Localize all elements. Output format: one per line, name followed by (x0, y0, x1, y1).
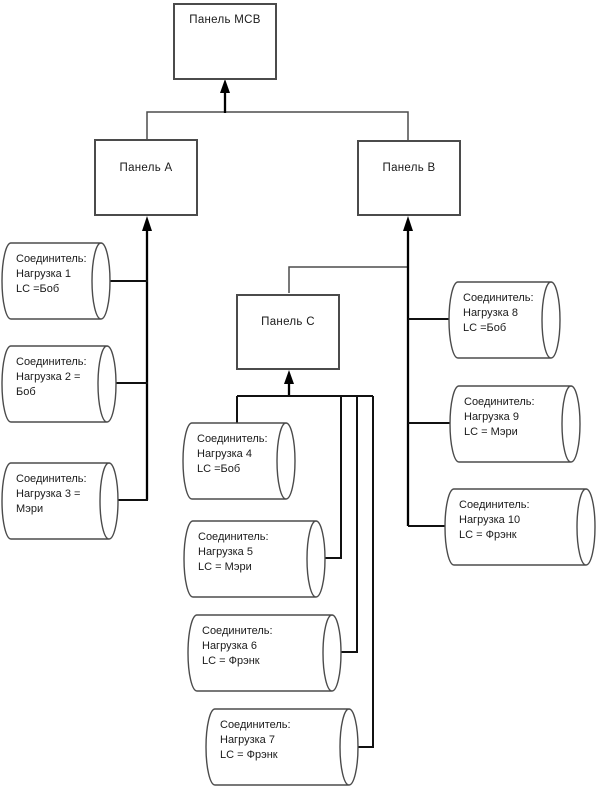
connector-load-10-label: Соединитель: Нагрузка 10 LC = Фрэнк (459, 498, 591, 543)
panel-a-node: Панель A (94, 139, 198, 216)
panel-b-label: Панель B (382, 162, 436, 174)
connector-lc: Мэри (16, 503, 44, 515)
connector-title: Соединитель: (463, 292, 534, 304)
connector-lc: LC =Боб (16, 283, 60, 295)
connector-load-1-label: Соединитель: Нагрузка 1 LC =Боб (16, 252, 106, 297)
connector-load: Нагрузка 6 (202, 640, 257, 652)
connector-lc: LC = Мэри (198, 561, 252, 573)
cylinder-shape (205, 708, 359, 786)
connector-load: Нагрузка 4 (197, 448, 252, 460)
connector-title: Соединитель: (197, 433, 268, 445)
arrowhead-into-panel-a-icon (142, 216, 152, 231)
cylinder-shape (449, 385, 581, 463)
connector-load: Нагрузка 3 = (16, 488, 81, 500)
connector-load-8-node: Соединитель: Нагрузка 8 LC =Боб (448, 281, 561, 359)
cylinder-shape (1, 242, 111, 320)
arrowhead-into-panel-mcb-icon (220, 79, 230, 93)
connector-load-7-label: Соединитель: Нагрузка 7 LC = Фрэнк (220, 718, 354, 763)
edge-panel-c-to-panel-b (288, 266, 408, 293)
connector-load-9-label: Соединитель: Нагрузка 9 LC = Мэри (464, 395, 576, 440)
cylinder-shape (182, 422, 296, 500)
edge-root-bus (146, 111, 409, 140)
connector-load-3-node: Соединитель: Нагрузка 3 = Мэри (1, 462, 119, 540)
connector-load-2-node: Соединитель: Нагрузка 2 = Боб (1, 345, 117, 423)
connector-load: Нагрузка 9 (464, 411, 519, 423)
connector-load-7-node: Соединитель: Нагрузка 7 LC = Фрэнк (205, 708, 359, 786)
panel-b-node: Панель B (357, 140, 461, 216)
connector-title: Соединитель: (202, 625, 273, 637)
edge-load6-to-panel-c (336, 396, 358, 653)
connector-load-2-label: Соединитель: Нагрузка 2 = Боб (16, 355, 112, 400)
connector-load-10-node: Соединитель: Нагрузка 10 LC = Фрэнк (444, 488, 596, 566)
connector-title: Соединитель: (16, 356, 87, 368)
arrowhead-into-panel-c-icon (284, 370, 294, 384)
connector-load-9-node: Соединитель: Нагрузка 9 LC = Мэри (449, 385, 581, 463)
cylinder-shape (187, 614, 342, 692)
connector-load-5-node: Соединитель: Нагрузка 5 LC = Мэри (183, 520, 326, 598)
connector-load-5-label: Соединитель: Нагрузка 5 LC = Мэри (198, 530, 321, 575)
arrowhead-into-panel-b-icon (403, 216, 413, 231)
connector-load: Нагрузка 2 = (16, 371, 81, 383)
cylinder-shape (444, 488, 596, 566)
connector-lc: LC = Фрэнк (459, 529, 517, 541)
connector-lc: LC = Фрэнк (202, 655, 260, 667)
connector-load: Нагрузка 1 (16, 268, 71, 280)
connector-load: Нагрузка 7 (220, 734, 275, 746)
connector-load-1-node: Соединитель: Нагрузка 1 LC =Боб (1, 242, 111, 320)
connector-title: Соединитель: (16, 253, 87, 265)
connector-lc: LC =Боб (197, 463, 241, 475)
connector-lc: LC =Боб (463, 322, 507, 334)
panel-c-node: Панель C (236, 294, 340, 370)
connector-lc: LC = Фрэнк (220, 749, 278, 761)
connector-load-8-label: Соединитель: Нагрузка 8 LC =Боб (463, 291, 556, 336)
connector-title: Соединитель: (220, 719, 291, 731)
connector-load-3-label: Соединитель: Нагрузка 3 = Мэри (16, 472, 114, 517)
connector-load-6-label: Соединитель: Нагрузка 6 LC = Фрэнк (202, 624, 337, 669)
panel-a-label: Панель A (119, 161, 173, 174)
panel-c-label: Панель C (261, 316, 315, 328)
connector-title: Соединитель: (459, 499, 530, 511)
connector-load-4-node: Соединитель: Нагрузка 4 LC =Боб (182, 422, 296, 500)
cylinder-shape (448, 281, 561, 359)
connector-load: Нагрузка 8 (463, 307, 518, 319)
connector-lc: LC = Мэри (464, 426, 518, 438)
connector-title: Соединитель: (16, 473, 87, 485)
connector-load: Нагрузка 10 (459, 514, 521, 526)
cylinder-shape (1, 345, 117, 423)
cylinder-shape (183, 520, 326, 598)
edge-load5-to-panel-c (320, 396, 342, 559)
connector-title: Соединитель: (198, 531, 269, 543)
connector-load-4-label: Соединитель: Нагрузка 4 LC =Боб (197, 432, 291, 477)
connector-lc: Боб (16, 386, 36, 398)
edge-load7-to-panel-c (353, 396, 374, 748)
cylinder-shape (1, 462, 119, 540)
panel-mcb-node: Панель MCB (173, 3, 277, 80)
panel-mcb-label: Панель MCB (189, 14, 261, 26)
connector-load-6-node: Соединитель: Нагрузка 6 LC = Фрэнк (187, 614, 342, 692)
connector-load: Нагрузка 5 (198, 546, 253, 558)
connector-title: Соединитель: (464, 396, 535, 408)
